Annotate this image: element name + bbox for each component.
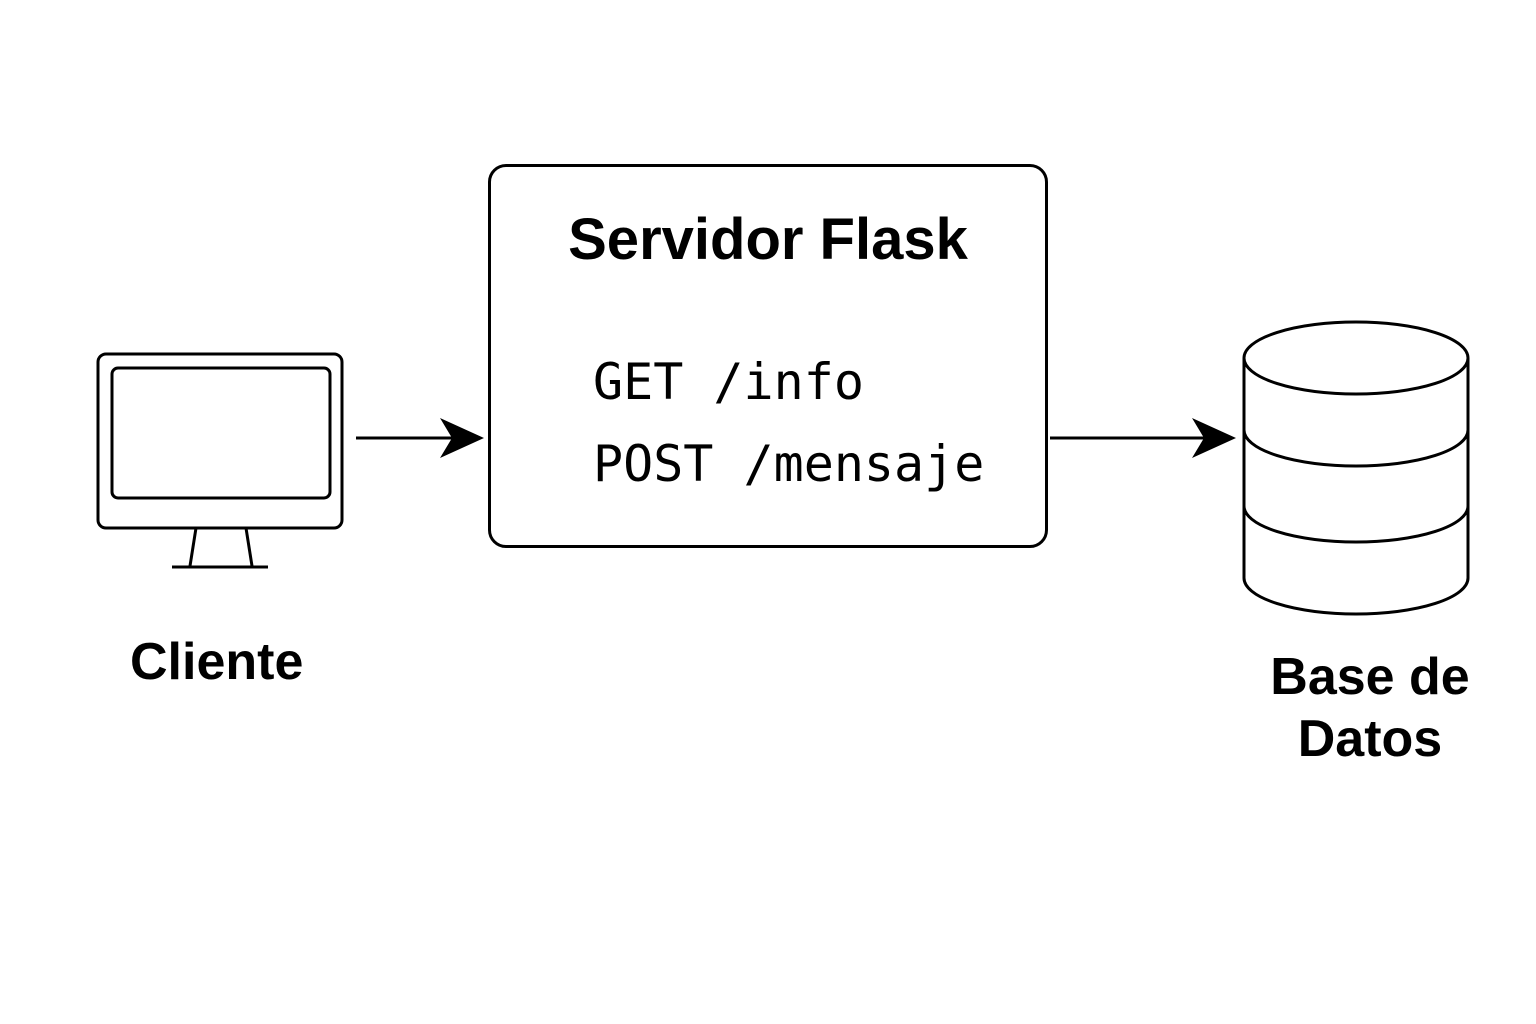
- client-label: Cliente: [130, 633, 304, 691]
- database-icon: [1242, 320, 1470, 616]
- monitor-icon: [96, 352, 344, 569]
- database-label: Base de Datos: [1270, 648, 1470, 769]
- route-post-mensaje: POST /mensaje: [593, 435, 985, 493]
- server-title: Servidor Flask: [568, 207, 968, 272]
- route-get-info: GET /info: [593, 353, 864, 411]
- arrow-server-to-database: [1050, 418, 1236, 458]
- arrow-client-to-server: [356, 418, 484, 458]
- flask-server-box: Servidor Flask GET /info POST /mensaje: [488, 164, 1048, 548]
